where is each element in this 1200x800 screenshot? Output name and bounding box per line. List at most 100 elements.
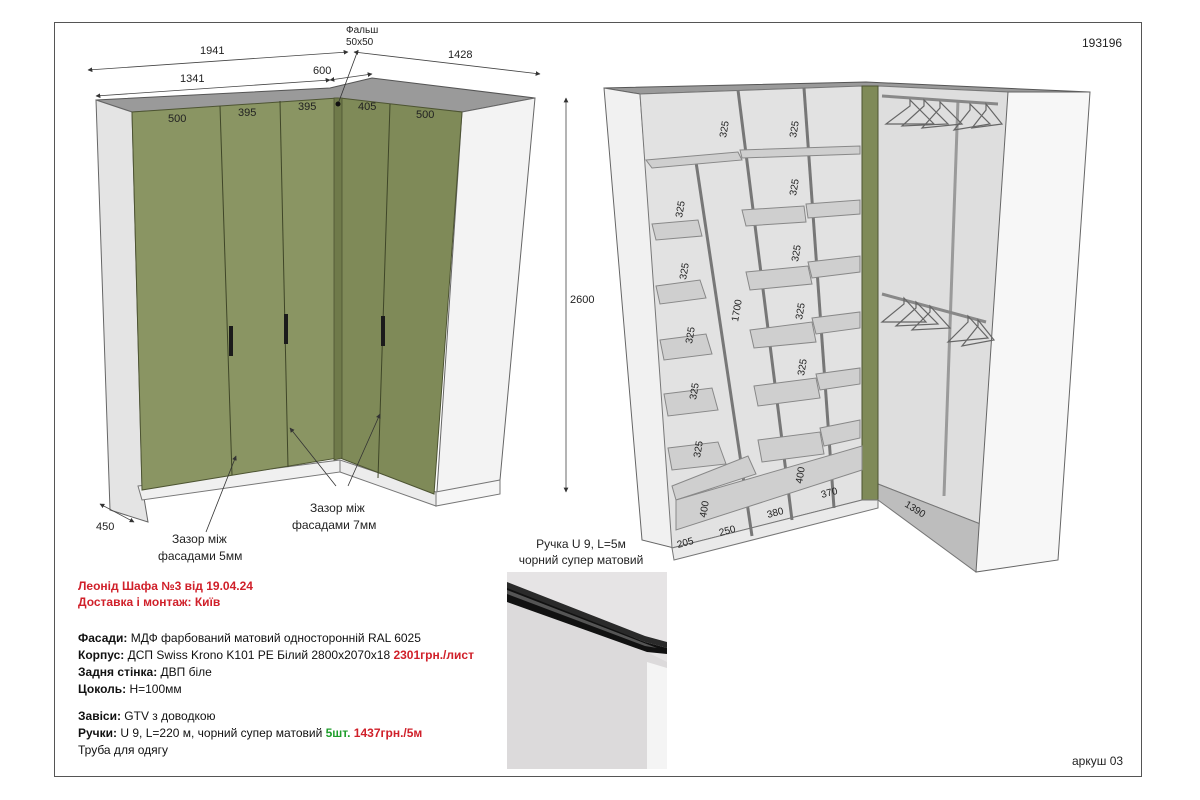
delivery-line: Доставка і монтаж: Київ	[78, 595, 221, 609]
plinth-right	[435, 479, 501, 507]
dim-325-top-a: 325	[718, 120, 732, 139]
facade-left-run	[131, 97, 339, 491]
door-width-5: 500	[416, 109, 434, 121]
dim-325-right-2: 325	[790, 244, 804, 263]
dim-line-600	[329, 72, 373, 82]
shelf-m-5	[757, 431, 825, 463]
dim-325-right-3: 325	[794, 302, 808, 321]
handles-qty: 5шт.	[325, 726, 351, 740]
door-split-2	[279, 100, 289, 468]
shelf-top-right	[739, 145, 861, 159]
shelf-m-4	[753, 377, 821, 407]
rail-upright	[942, 99, 960, 497]
dim-600: 600	[313, 65, 331, 77]
door-width-4: 405	[358, 101, 376, 113]
dim-325-left-4: 325	[688, 382, 702, 401]
shelf-l-5	[667, 441, 727, 471]
dim-380: 380	[766, 506, 785, 521]
dim-325-left-3: 325	[684, 326, 698, 345]
door-split-1	[219, 105, 233, 476]
closed-wardrobe-drawing: 500 395 395 405 500 1941 1428 1341 600 Ф…	[87, 25, 594, 563]
hangers-bottom	[880, 296, 996, 347]
door-width-2: 395	[238, 107, 256, 119]
dim-370: 370	[820, 486, 839, 501]
shelf-m-1	[741, 205, 807, 227]
order-title: Леонід Шафа №3 від 19.04.24	[78, 579, 253, 593]
dim-1941: 1941	[200, 45, 224, 57]
shelf-bottom	[675, 445, 863, 531]
dim-325-top-b: 325	[788, 120, 802, 139]
dim-205: 205	[676, 536, 695, 551]
gap-leader-mid	[289, 427, 337, 487]
shelf-l-2	[655, 279, 707, 305]
gap-note-left-line2: фасадами 5мм	[158, 549, 242, 563]
door-width-3: 395	[298, 101, 316, 113]
door-width-1: 500	[168, 113, 186, 125]
spec-handles: Ручки: U 9, L=220 м, чорний супер матови…	[78, 726, 423, 740]
door-handle-1	[229, 326, 233, 356]
dim-line-1941	[87, 49, 349, 73]
interior-right-side	[975, 91, 1091, 573]
falsh-leader	[337, 49, 359, 105]
dim-400-b: 400	[794, 466, 808, 485]
shelf-r-2	[807, 255, 861, 279]
interior-base	[671, 499, 879, 561]
dim-2600: 2600	[570, 294, 594, 306]
left-side-panel	[95, 99, 149, 523]
sheet-number: 193196	[1082, 36, 1123, 50]
dim-1428: 1428	[448, 49, 472, 61]
dim-line-depth	[99, 503, 135, 523]
shelf-r-4	[815, 367, 861, 391]
falsh-leader-dot	[335, 101, 341, 107]
shelf-l-6	[671, 455, 757, 501]
gap-note-right-line1: Зазор між	[310, 501, 365, 515]
dim-450: 450	[96, 521, 114, 533]
door-handle-2	[284, 314, 288, 344]
door-handle-3	[381, 316, 385, 346]
handles-price: 1437грн./5м	[350, 726, 423, 740]
dim-250: 250	[718, 524, 737, 539]
shelf-r-3	[811, 311, 861, 335]
handle-photo	[507, 572, 667, 769]
interior-falsh-strip	[861, 85, 879, 501]
open-wardrobe-drawing: 325 325 325 325 325 325 325 1700 325 325…	[603, 81, 1091, 573]
sheet-label: аркуш 03	[1072, 754, 1124, 768]
spec-block: Фасади: МДФ фарбований матовий односторо…	[78, 630, 474, 759]
rail-rod-top	[881, 94, 999, 106]
falsh-strip	[333, 97, 343, 461]
dim-325-left-1: 325	[674, 200, 688, 219]
hangers-top	[884, 98, 1004, 131]
order-title-block: Леонід Шафа №3 від 19.04.24 Доставка і м…	[78, 578, 253, 610]
dim-325-left-2: 325	[678, 262, 692, 281]
dim-line-1428	[353, 50, 541, 76]
spec-facades: Фасади: МДФ фарбований матовий односторо…	[78, 631, 421, 645]
dim-400-a: 400	[698, 500, 712, 519]
handle-caption: Ручка U 9, L=5м чорний супер матовий	[506, 536, 656, 568]
spec-plinth: Цоколь: Н=100мм	[78, 682, 182, 696]
spec-rail: Труба для одягу	[78, 743, 169, 757]
shelf-m-2	[745, 265, 813, 291]
gap-leader-right	[347, 413, 381, 487]
dim-325-left-5: 325	[692, 440, 706, 459]
handle-profile-illustration	[507, 572, 667, 769]
gap-note-right-line2: фасадами 7мм	[292, 518, 376, 532]
dim-1341: 1341	[180, 73, 204, 85]
dim-1700: 1700	[730, 298, 745, 322]
dim-325-right-4: 325	[796, 358, 810, 377]
shelf-r-5	[819, 419, 861, 447]
gap-leader-left	[205, 455, 237, 533]
shelf-l-1	[651, 219, 703, 241]
drawing-sheet-frame	[54, 22, 1142, 777]
handle-caption-line1: Ручка U 9, L=5м	[536, 537, 626, 551]
body-price: 2301грн./лист	[393, 648, 474, 662]
handle-caption-line2: чорний супер матовий	[518, 553, 644, 567]
spec-back: Задня стінка: ДВП біле	[78, 665, 212, 679]
shelf-top-left	[645, 151, 743, 169]
gap-note-left-line1: Зазор між	[172, 532, 227, 546]
shelf-l-3	[659, 333, 713, 361]
dim-325-right-1: 325	[788, 178, 802, 197]
shelf-m-3	[749, 321, 817, 349]
spec-hinges: Завіси: GTV з доводкою	[78, 709, 216, 723]
spec-body: Корпус: ДСП Swiss Krono K101 PE Білий 28…	[78, 648, 474, 662]
